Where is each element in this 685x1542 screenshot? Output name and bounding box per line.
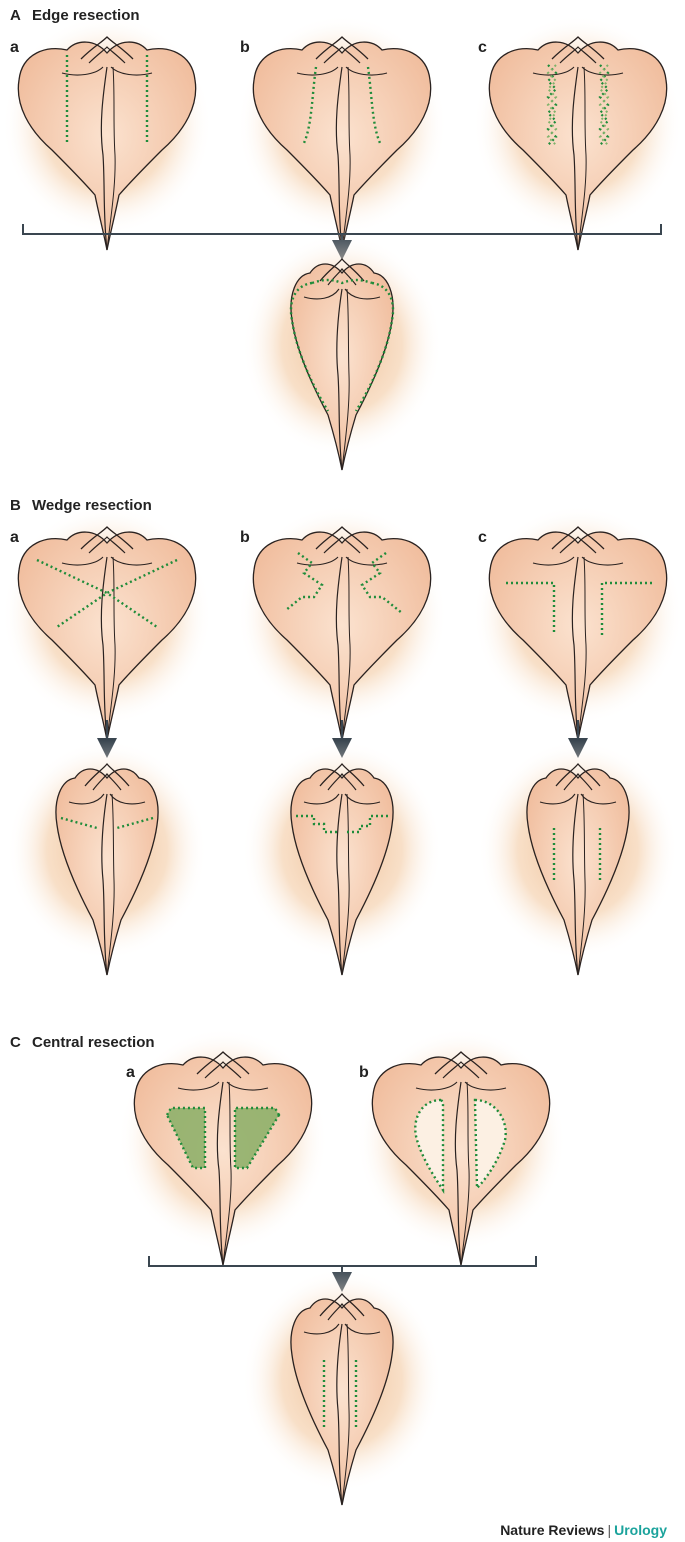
central-b-figure — [356, 1028, 566, 1266]
edge-b-figure — [237, 15, 447, 251]
section-c-letter: C — [10, 1034, 21, 1051]
wedge-b-result-figure — [242, 740, 442, 976]
panel-b-label: b — [359, 1064, 369, 1081]
journal-subject: Urology — [614, 1522, 667, 1538]
panel-b-label: b — [240, 529, 250, 546]
section-a: A Edge resection a b c — [2, 7, 683, 471]
section-b: B Wedge resection a b c — [2, 497, 683, 976]
wedge-b-figure — [237, 505, 447, 741]
section-c-title: Central resection — [32, 1034, 155, 1051]
journal-credit: Nature Reviews|Urology — [500, 1522, 667, 1538]
journal-name: Nature Reviews — [500, 1522, 605, 1538]
panel-c-label: c — [478, 529, 487, 546]
edge-a-figure — [2, 15, 212, 251]
edge-result-figure — [242, 233, 442, 471]
section-b-letter: B — [10, 497, 21, 514]
central-a-figure — [118, 1028, 328, 1266]
wedge-c-figure — [473, 505, 683, 741]
edge-c-figure — [473, 15, 683, 251]
panel-a-label: a — [126, 1064, 135, 1081]
central-bracket — [148, 1256, 537, 1267]
panel-c-label: c — [478, 39, 487, 56]
wedge-a-figure — [2, 505, 212, 741]
wedge-a-result-figure — [7, 740, 207, 976]
panel-b-label: b — [240, 39, 250, 56]
credit-separator: | — [607, 1522, 612, 1538]
central-result-figure — [242, 1268, 442, 1506]
panel-a-label: a — [10, 529, 19, 546]
panel-a-label: a — [10, 39, 19, 56]
section-a-letter: A — [10, 7, 21, 24]
section-c: C Central resection a b — [10, 1028, 566, 1506]
wedge-c-result-figure — [478, 740, 678, 976]
